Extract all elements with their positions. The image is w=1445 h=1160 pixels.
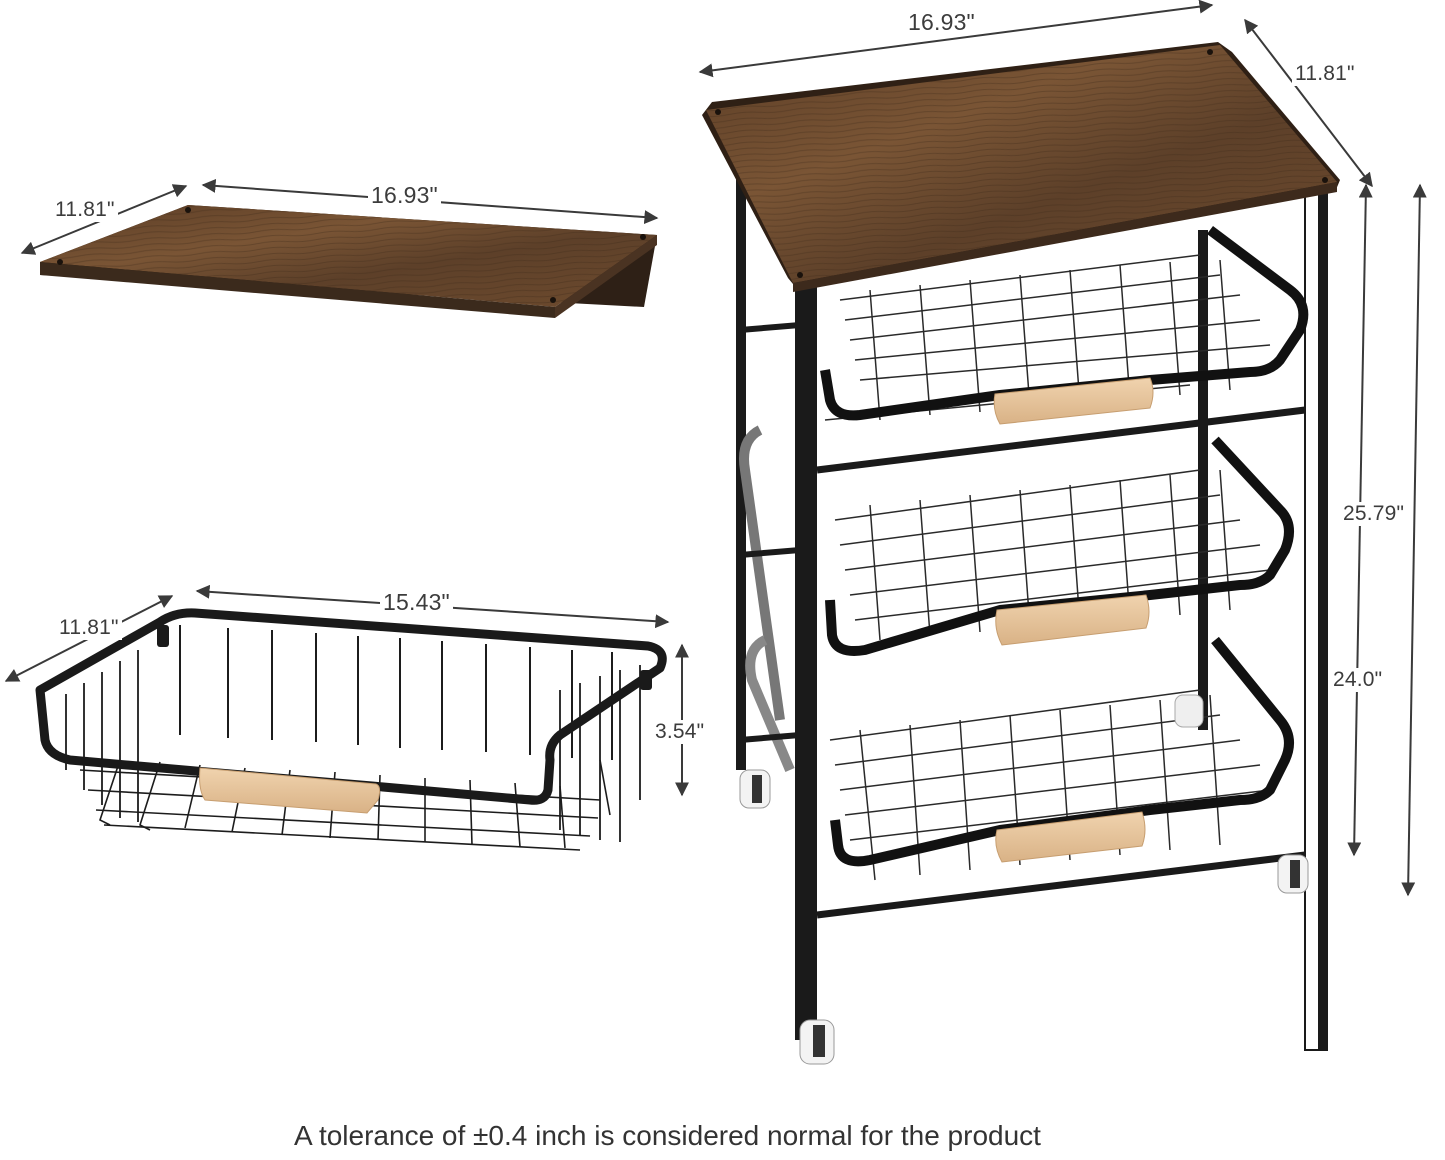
cart-frame-height-label: 24.0"	[1330, 668, 1386, 692]
cart-width-label: 16.93"	[905, 10, 978, 34]
caster-wheels	[739, 694, 1309, 1065]
cart-overall-height-line	[1401, 183, 1427, 897]
top-board-width-label: 16.93"	[368, 183, 441, 207]
tolerance-caption: A tolerance of ±0.4 inch is considered n…	[0, 1120, 1445, 1152]
wire-basket-illustration	[35, 608, 667, 851]
top-board-illustration	[40, 205, 657, 318]
basket-handle	[199, 767, 381, 814]
basket-height-label: 3.54"	[652, 720, 708, 744]
basket-width-label: 15.43"	[380, 590, 453, 614]
basket-3-handle	[995, 811, 1146, 863]
basket-1-handle	[993, 377, 1154, 425]
top-board-depth-label: 11.81"	[52, 198, 118, 222]
basket-2-handle	[995, 594, 1150, 646]
tolerance-caption-text: A tolerance of ±0.4 inch is considered n…	[294, 1120, 1041, 1151]
basket-depth-label: 11.81"	[56, 616, 122, 640]
cart-depth-line	[1244, 18, 1373, 188]
cart-width-line	[698, 0, 1214, 78]
cart-depth-label: 11.81"	[1292, 62, 1358, 86]
assembled-cart-illustration	[702, 42, 1340, 1065]
cart-overall-height-label: 25.79"	[1340, 502, 1408, 526]
